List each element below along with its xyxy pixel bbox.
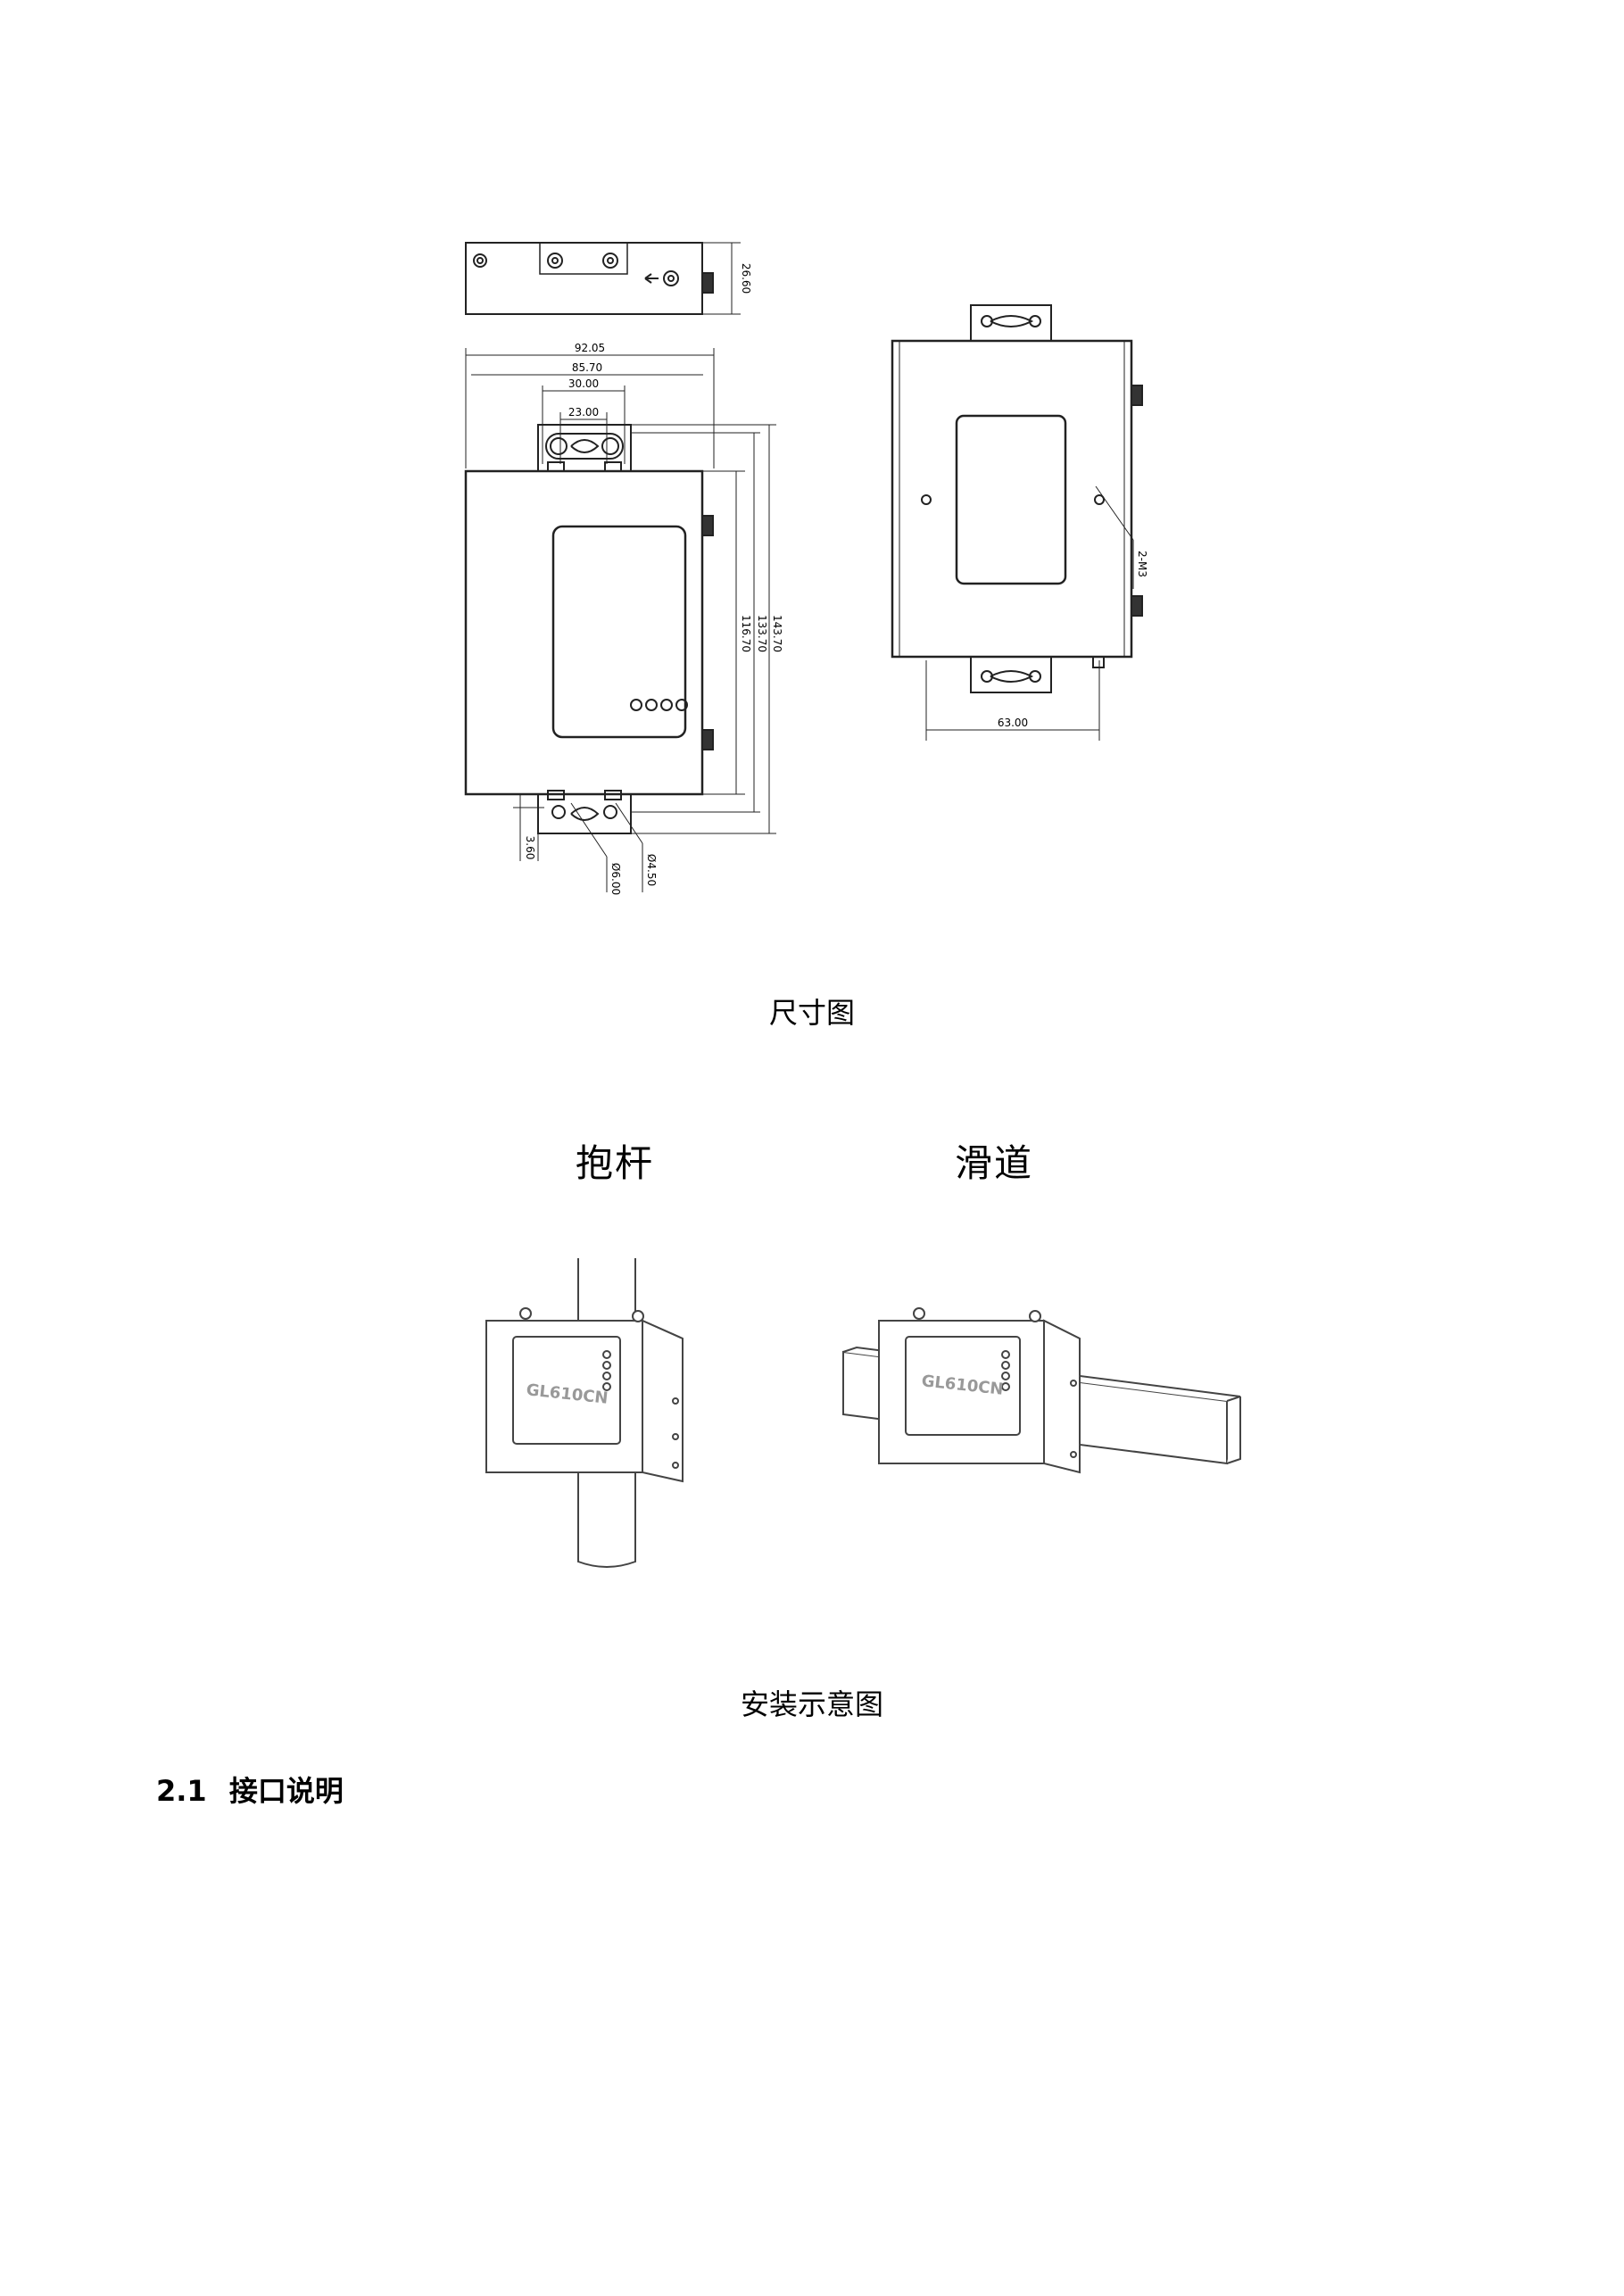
dim-hole-d2: Ø4.50: [645, 854, 658, 886]
section-title: 接口说明: [228, 1774, 344, 1808]
dim-screw: 2-M3: [1136, 551, 1148, 577]
dim-width-total: 92.05: [575, 342, 605, 354]
dim-height-side: 26.60: [740, 263, 752, 294]
section-heading: 2.1 接口说明: [156, 1769, 344, 1810]
dim-bottom-offset: 3.60: [524, 836, 536, 860]
rail-mount-label: 滑道: [955, 1141, 1034, 1185]
section-number: 2.1: [156, 1774, 207, 1808]
dim-h-mid: 133.70: [756, 615, 768, 652]
dim-slot-span: 23.00: [568, 406, 599, 419]
dim-h-long: 143.70: [771, 615, 783, 652]
dimension-drawing: 26.60 92.05 85.70 30.00 23.00 116.70 133…: [464, 242, 1148, 895]
installation-drawing: GL610CN GL610CN: [485, 1258, 1241, 1568]
dimension-caption: 尺寸图: [768, 996, 855, 1030]
dim-hole-d1: Ø6.00: [609, 863, 622, 895]
side-view-body: [465, 242, 703, 315]
dim-width-body: 85.70: [572, 361, 602, 374]
dim-h-short: 116.70: [740, 615, 752, 652]
installation-caption: 安装示意图: [740, 1687, 883, 1721]
front-view-body: [464, 469, 704, 796]
pole-mount-label: 抱杆: [576, 1141, 655, 1185]
dim-hole-pitch: 63.00: [998, 717, 1028, 729]
dim-hole-span: 30.00: [568, 377, 599, 390]
